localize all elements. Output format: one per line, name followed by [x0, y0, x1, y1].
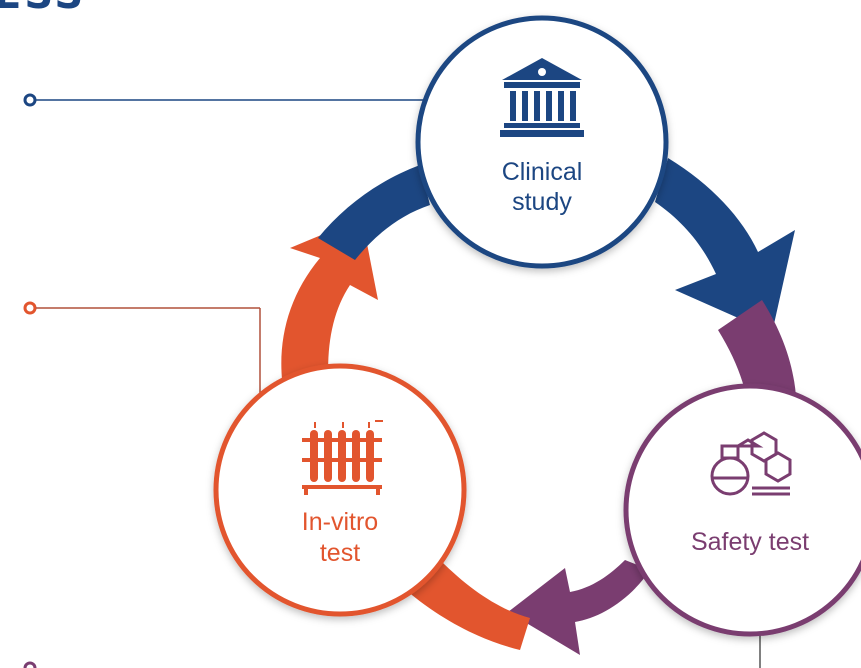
safety-label: Safety test: [691, 528, 809, 556]
invitro-label-line1: In-vitro: [302, 508, 378, 536]
stage-clinical: Clinical study: [415, 15, 669, 269]
test-tubes-icon: [302, 420, 383, 495]
connector-blue: [23, 93, 430, 107]
arrow-orange-lower: [400, 560, 530, 650]
header-title: ESS: [0, 0, 86, 18]
invitro-label-line2: test: [320, 539, 360, 567]
connector-purple: [23, 620, 761, 668]
connector-orange: [23, 301, 261, 395]
lab-flask-icon: [710, 431, 792, 496]
clinical-label-line2: study: [512, 188, 572, 216]
arrow-orange: [281, 218, 378, 400]
clinical-label-line1: Clinical: [502, 158, 583, 186]
stage-invitro: In-vitro test: [213, 363, 467, 617]
arrow-blue-left: [318, 165, 430, 260]
courthouse-icon: [500, 58, 584, 137]
arrow-blue: [655, 158, 795, 333]
arrow-purple-lower: [508, 560, 650, 655]
stage-safety: Safety test: [623, 383, 861, 637]
